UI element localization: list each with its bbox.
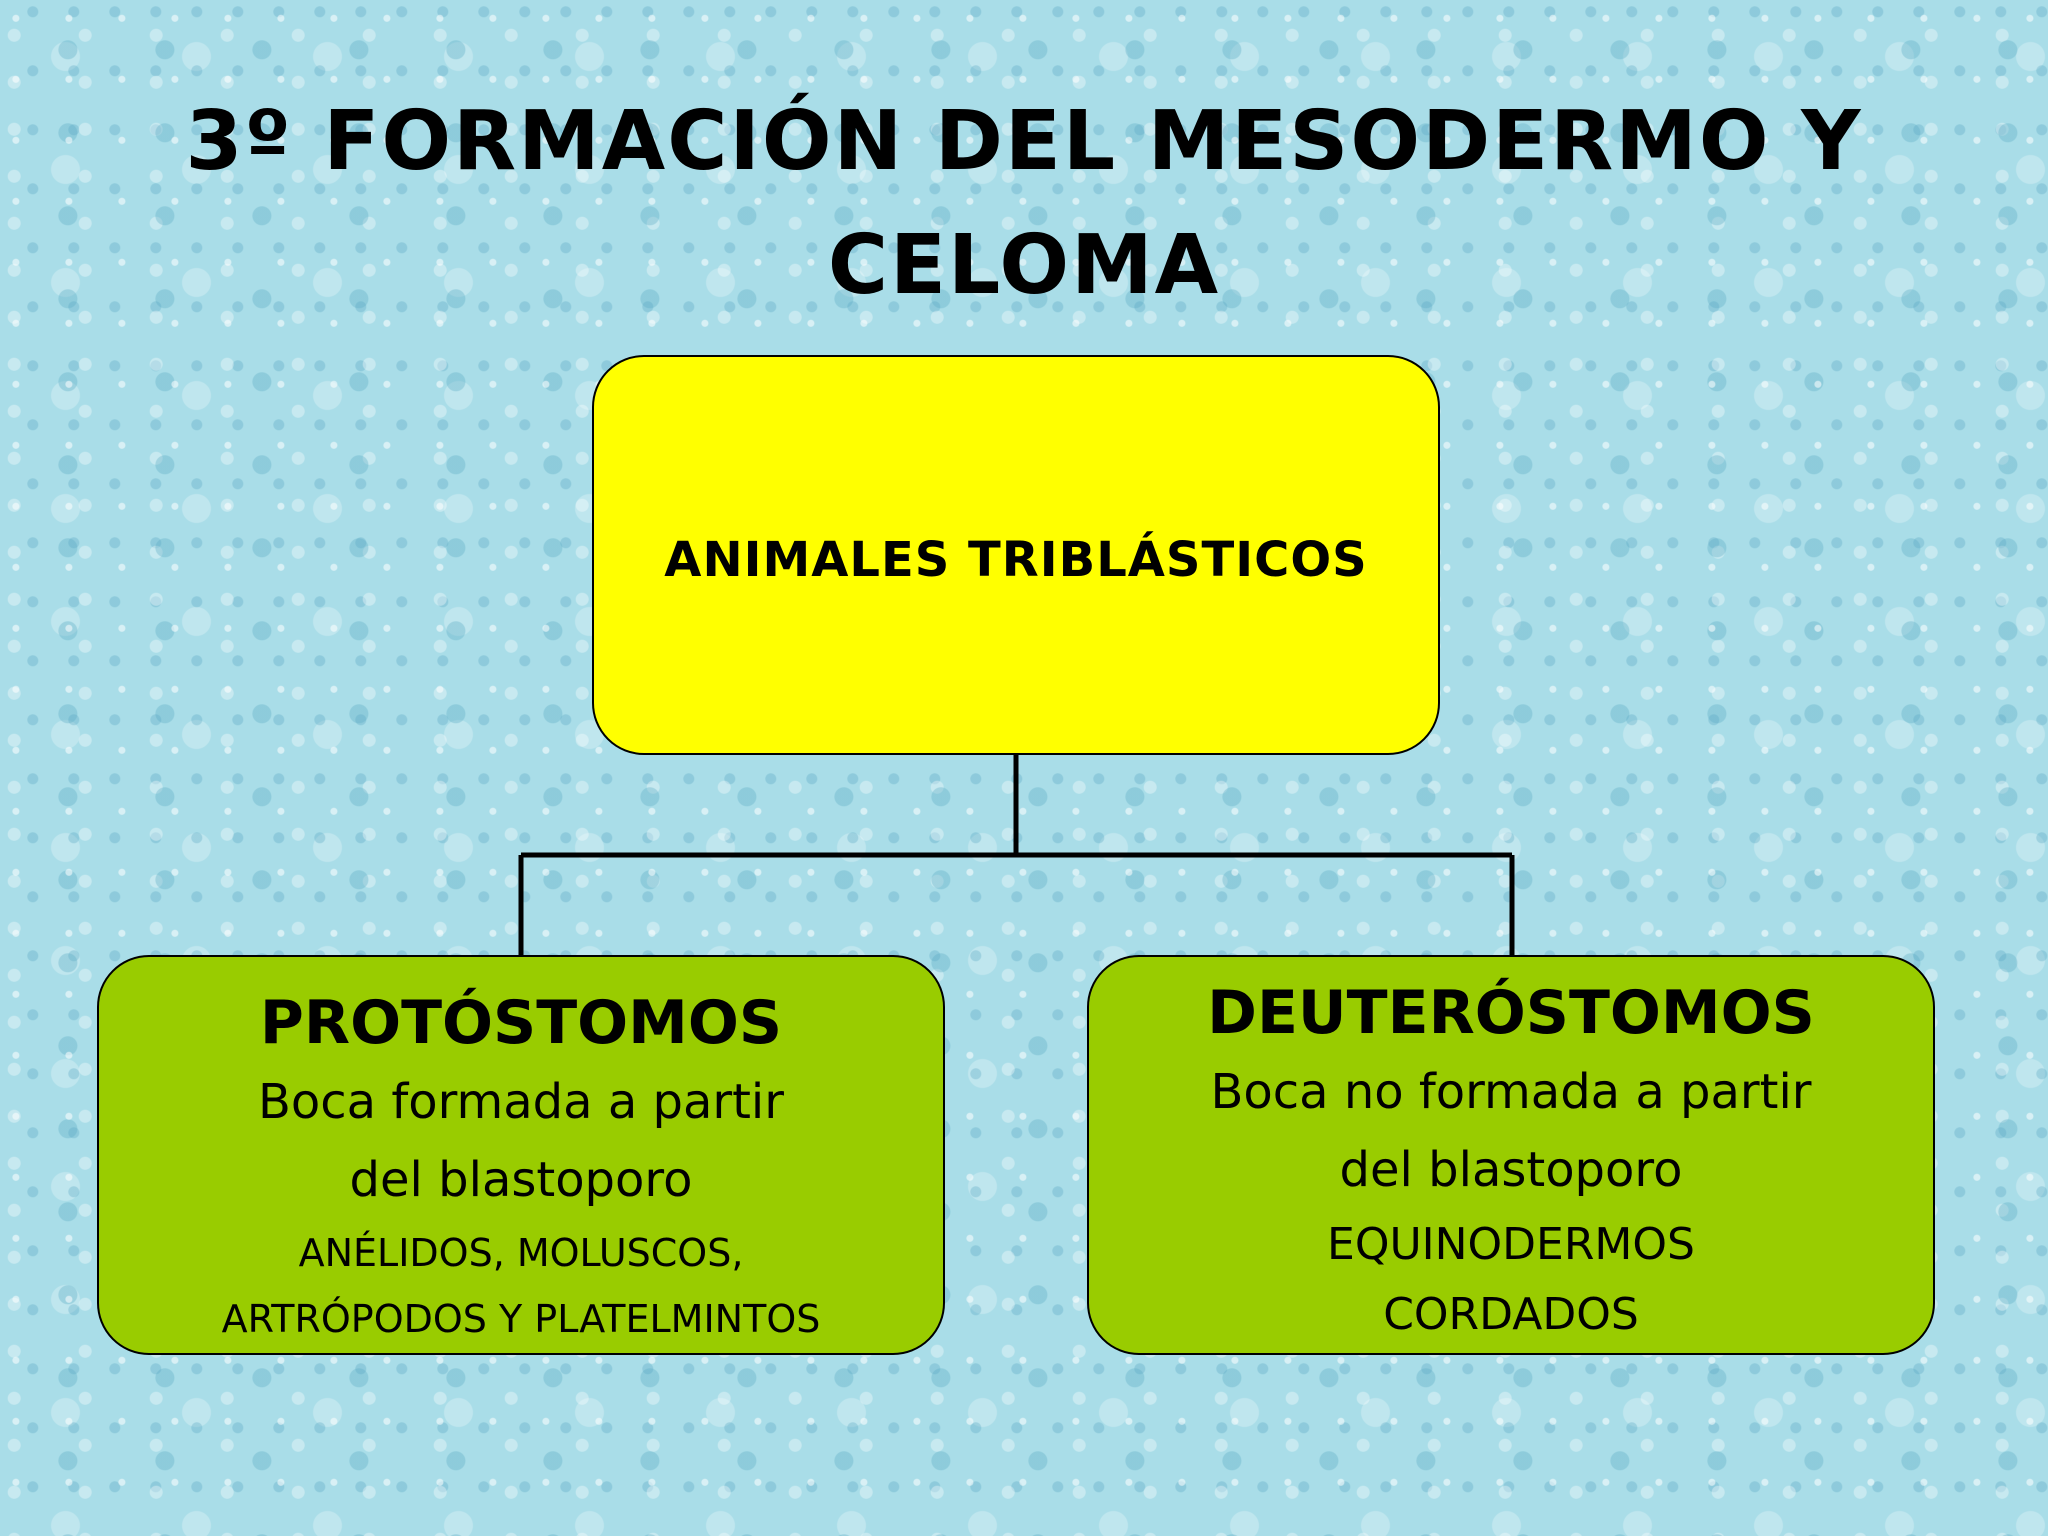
node-protostomos-title: PROTÓSTOMOS: [259, 988, 783, 1058]
node-deuterostomos-desc-line-1: Boca no formada a partir: [1210, 1064, 1812, 1120]
node-protostomos-desc-line-1: Boca formada a partir: [257, 1074, 784, 1130]
slide-title-line-2: CELOMA: [827, 218, 1221, 313]
node-deuterostomos-desc-line-2: del blastoporo: [1339, 1142, 1683, 1198]
node-protostomos-examples-line-2: ARTRÓPODOS Y PLATELMINTOS: [221, 1297, 821, 1341]
root-node-label: ANIMALES TRIBLÁSTICOS: [664, 532, 1368, 588]
node-deuterostomos-examples-line-2: CORDADOS: [1383, 1289, 1639, 1340]
node-deuterostomos: DEUTERÓSTOMOS Boca no formada a partir d…: [1087, 955, 1935, 1355]
node-protostomos: PROTÓSTOMOS Boca formada a partir del bl…: [97, 955, 945, 1355]
node-deuterostomos-examples-line-1: EQUINODERMOS: [1327, 1219, 1695, 1270]
root-node-box: ANIMALES TRIBLÁSTICOS: [592, 355, 1440, 755]
node-protostomos-examples-line-1: ANÉLIDOS, MOLUSCOS,: [298, 1231, 744, 1275]
slide-title: 3º FORMACIÓN DEL MESODERMO Y CELOMA: [0, 80, 2048, 328]
slide-title-line-1: 3º FORMACIÓN DEL MESODERMO Y: [185, 94, 1863, 189]
node-protostomos-desc-line-2: del blastoporo: [349, 1152, 693, 1208]
node-deuterostomos-title: DEUTERÓSTOMOS: [1207, 978, 1815, 1048]
